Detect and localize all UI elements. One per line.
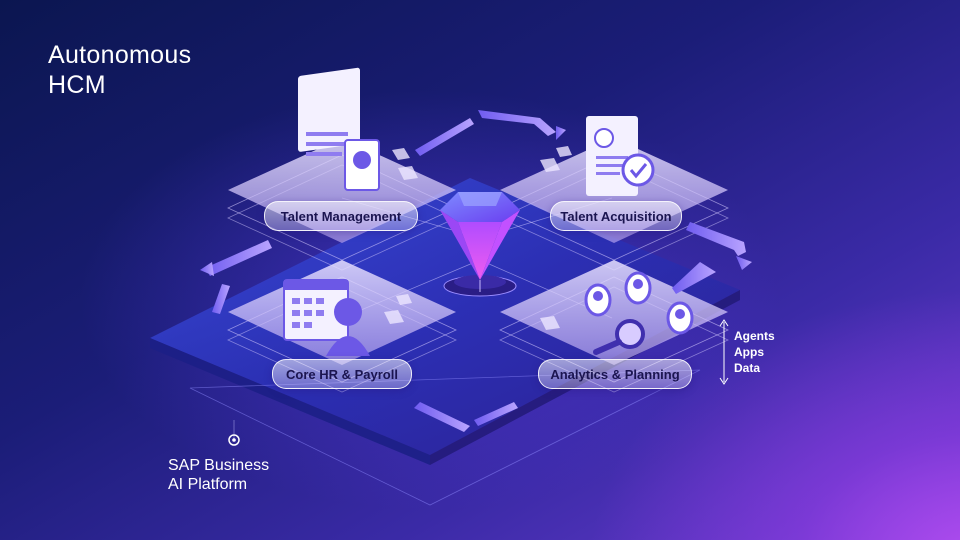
analytics-label: Analytics & Planning (538, 359, 692, 389)
central-gem-icon (440, 192, 520, 297)
layer-apps: Apps (734, 345, 764, 359)
platform-line-2: AI Platform (168, 476, 248, 493)
page-title: Autonomous HCM (48, 40, 191, 100)
layer-stack-labels: Agents Apps Data (734, 328, 775, 376)
layer-data: Data (734, 361, 761, 375)
tile-talent-acquisition (499, 116, 729, 271)
core-hr-label: Core HR & Payroll (272, 359, 412, 389)
title-line-1: Autonomous (48, 41, 192, 69)
tile-talent-management (227, 67, 457, 271)
tile-core-hr (227, 260, 457, 393)
talent-acquisition-label: Talent Acquisition (550, 201, 682, 231)
platform-marker-icon (228, 434, 240, 446)
platform-line-1: SAP Business (168, 457, 270, 474)
platform-label: SAP Business AI Platform (168, 456, 269, 494)
title-line-2: HCM (48, 71, 106, 99)
talent-management-label: Talent Management (264, 201, 418, 231)
cycle-arrows (200, 110, 752, 432)
layer-agents: Agents (734, 329, 775, 343)
layer-arrow-icon (719, 319, 729, 385)
